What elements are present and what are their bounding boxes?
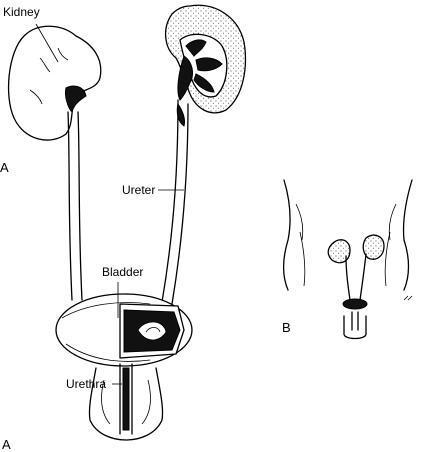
right-ureter <box>161 99 189 305</box>
inset-kidneys <box>327 234 385 264</box>
bladder <box>55 293 193 367</box>
urethra-label: Urethra <box>66 377 106 391</box>
renal-calyces <box>177 39 223 101</box>
inset-body-outline <box>282 179 413 291</box>
right-kidney <box>165 4 247 114</box>
urethra <box>119 363 133 435</box>
left-kidney <box>7 25 102 141</box>
leader-lines <box>35 23 184 385</box>
pelvic-outline <box>88 367 164 441</box>
inset-bladder-urethra <box>342 295 413 340</box>
panel-b-label: B <box>282 320 291 335</box>
bladder-label: Bladder <box>102 265 143 279</box>
panel-a-label: A <box>2 437 11 452</box>
kidney-label: Kidney <box>3 5 40 19</box>
ureter-label: Ureter <box>122 183 155 197</box>
left-ureter <box>67 111 83 301</box>
panel-a-side-mark: A <box>0 160 9 175</box>
inset-ureters <box>345 253 367 301</box>
